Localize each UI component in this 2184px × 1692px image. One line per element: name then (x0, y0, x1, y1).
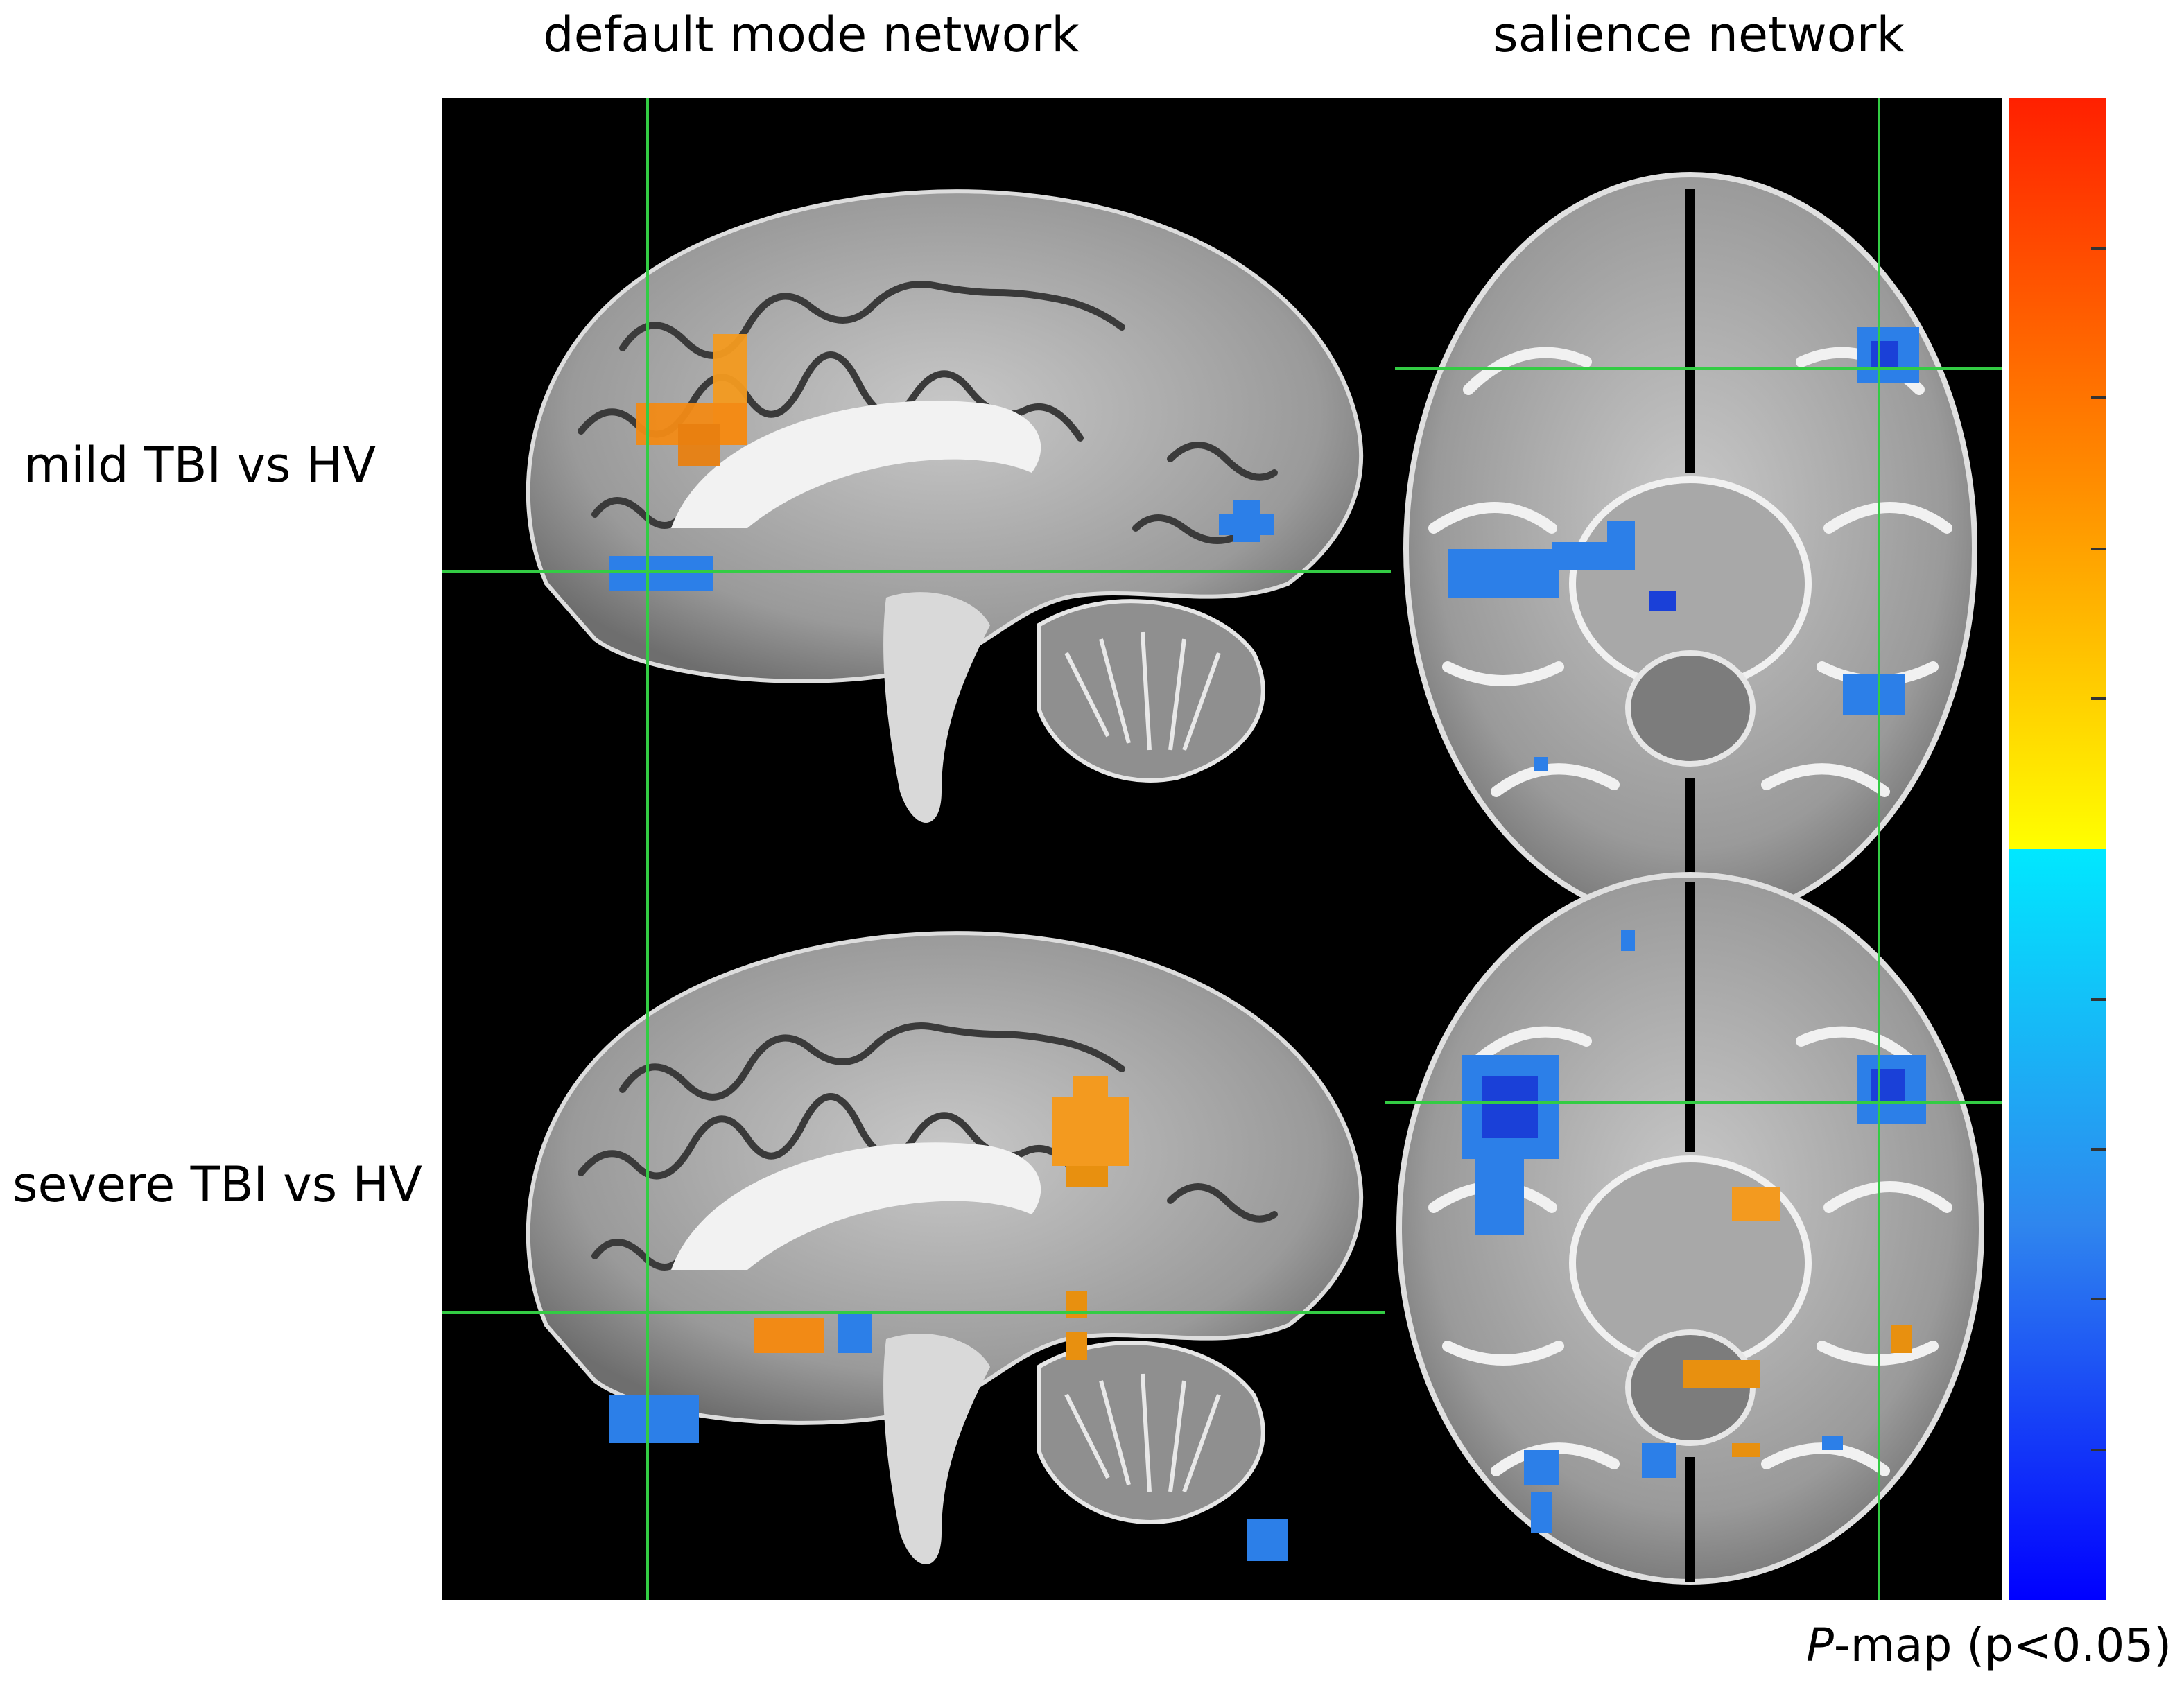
column-title-salience-network: salience network (1493, 6, 1905, 63)
colorbar-positive-segment (2009, 98, 2106, 849)
colorbar-label: P-map (p<0.05) (1806, 1619, 2172, 1672)
crosshairs (442, 98, 2002, 1600)
axial-brain-bottom (1396, 872, 1984, 1585)
sagittal-brain-top (526, 189, 1364, 823)
colorbar-label-italic: P (1806, 1619, 1834, 1672)
colorbar-label-rest: -map (p<0.05) (1833, 1619, 2172, 1672)
colorbar-negative-segment (2009, 849, 2106, 1600)
sagittal-brain-bottom (526, 931, 1364, 1564)
p-map-colorbar (2009, 98, 2106, 1600)
row-label-severe-tbi: severe TBI vs HV (12, 1156, 422, 1213)
axial-brain-top (1403, 172, 1977, 926)
column-title-default-mode-network: default mode network (543, 6, 1080, 63)
brain-map-figure (442, 98, 2002, 1600)
colorbar-ticks (2091, 247, 2106, 1451)
row-label-mild-tbi: mild TBI vs HV (24, 437, 376, 494)
